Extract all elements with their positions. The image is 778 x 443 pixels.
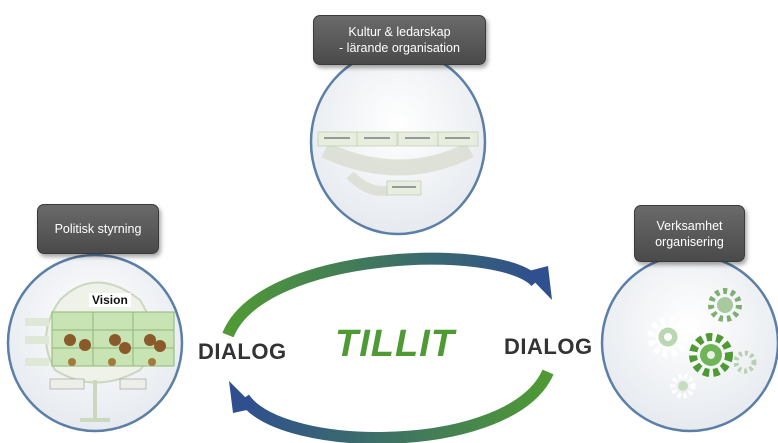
center-title: TILLIT [335, 323, 455, 365]
gear-icon [689, 333, 733, 377]
gear-icon [733, 350, 757, 374]
politics-box: Politisk styrning [37, 204, 159, 254]
culture-box-line-2: - lärande organisation [339, 41, 460, 55]
gear-icon [708, 288, 742, 322]
culture-box: Kultur & ledarskap - lärande organisatio… [313, 15, 486, 65]
operations-circle [600, 253, 778, 433]
culture-box-line-1: Kultur & ledarskap [348, 25, 451, 39]
dialog-left: DIALOG [198, 339, 287, 364]
arrow-bottom [229, 369, 554, 443]
dialog-right: DIALOG [504, 334, 593, 359]
operations-box-line-1: Verksamhet [656, 218, 723, 233]
culture-circle [309, 48, 487, 236]
politics-circle [6, 253, 184, 433]
operations-box: Verksamhet organisering [634, 205, 745, 262]
vision-label: Vision [89, 293, 131, 307]
gear-icon [647, 316, 689, 358]
politics-box-line-1: Politisk styrning [54, 222, 142, 236]
gear-icon [670, 373, 696, 399]
arrow-top [222, 252, 552, 338]
operations-box-line-2: organisering [655, 234, 724, 249]
